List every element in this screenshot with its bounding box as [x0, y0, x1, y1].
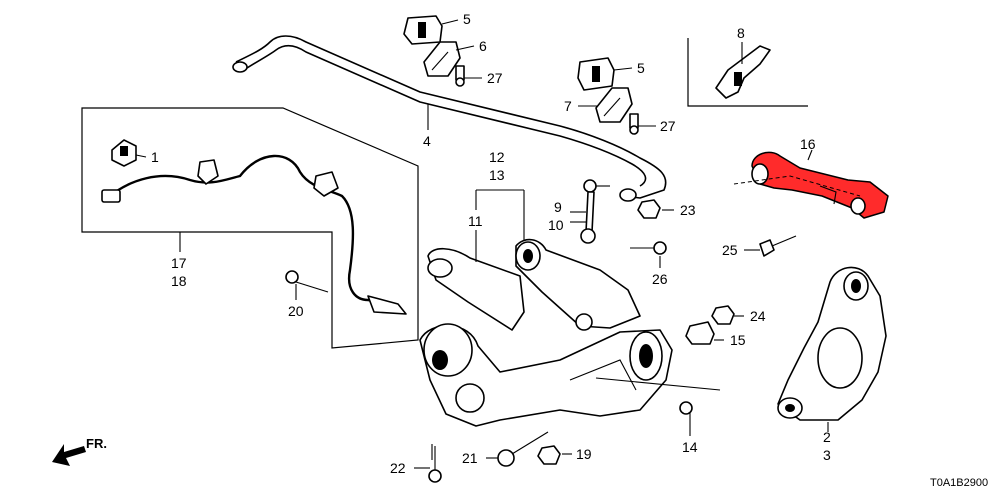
callout-23: 23	[680, 202, 696, 218]
diagram-code: T0A1B2900	[930, 477, 988, 489]
bolt-22[interactable]	[428, 446, 442, 483]
callout-18: 18	[171, 273, 187, 289]
sensor-group-frame	[81, 107, 419, 349]
stabilizer-link[interactable]	[580, 179, 610, 244]
upper-arm-11[interactable]	[427, 247, 525, 331]
callout-19: 19	[576, 446, 592, 462]
stabilizer-bracket-lower[interactable]	[595, 87, 633, 123]
stabilizer-bushing-upper[interactable]	[403, 15, 443, 45]
stabilizer-bushing-lower[interactable]	[577, 57, 615, 91]
bolt-26[interactable]	[630, 241, 667, 255]
callout-11: 11	[468, 213, 483, 229]
callout-2: 2	[823, 429, 831, 445]
callout-20: 20	[288, 303, 304, 319]
callout-16: 16	[800, 136, 816, 152]
callout-6: 6	[479, 38, 487, 54]
callout-13: 13	[489, 167, 505, 183]
callout-5-lower: 5	[637, 60, 645, 76]
callout-24: 24	[750, 308, 766, 324]
callout-21: 21	[462, 450, 478, 466]
part-8-frame	[687, 38, 808, 107]
control-arm-16-highlighted[interactable]	[751, 151, 889, 219]
callout-9: 9	[554, 199, 562, 215]
stabilizer-bracket-upper[interactable]	[423, 41, 461, 77]
abs-sensor-harness[interactable]	[101, 154, 407, 315]
callout-17: 17	[171, 255, 187, 271]
bolt-27-lower[interactable]	[629, 113, 639, 135]
callout-22: 22	[390, 460, 406, 476]
callout-25: 25	[722, 242, 738, 258]
callout-12: 12	[489, 149, 505, 165]
stabilizer-bar[interactable]	[232, 35, 667, 202]
callout-numbers: 5 6 27 5 7 27 8 1 4 17 18 20 12 13 11 9 …	[151, 11, 831, 476]
callout-15: 15	[730, 332, 746, 348]
bolt-14[interactable]	[679, 401, 693, 428]
front-direction-arrow: FR.	[52, 436, 107, 466]
abs-sensor-clip[interactable]	[111, 139, 137, 167]
lower-arm-12-13[interactable]	[515, 238, 641, 331]
bolt-21[interactable]	[497, 431, 549, 467]
callout-1: 1	[151, 149, 159, 165]
leader-lines	[135, 19, 829, 469]
callout-27-lower: 27	[660, 118, 676, 134]
bushing-15[interactable]	[685, 321, 715, 345]
nut-24[interactable]	[711, 305, 735, 325]
stabilizer-link-bracket[interactable]	[715, 45, 771, 99]
callout-10: 10	[548, 217, 564, 233]
nut-23[interactable]	[637, 199, 661, 219]
bolt-27-upper[interactable]	[455, 65, 465, 87]
callout-8: 8	[737, 25, 745, 41]
control-arm-outline	[733, 175, 861, 197]
sensor-bolt-20[interactable]	[285, 270, 329, 293]
callout-3: 3	[823, 447, 831, 463]
nut-19[interactable]	[537, 445, 561, 465]
callout-26: 26	[652, 271, 668, 287]
knuckle-carrier-arm[interactable]	[419, 323, 673, 427]
front-direction-label: FR.	[86, 436, 107, 451]
bolt-25[interactable]	[759, 235, 797, 257]
callout-14: 14	[682, 439, 698, 455]
callout-7: 7	[564, 98, 572, 114]
callout-4: 4	[423, 133, 431, 149]
callout-5-upper: 5	[463, 11, 471, 27]
rear-knuckle[interactable]	[777, 266, 887, 421]
callout-27-upper: 27	[487, 70, 503, 86]
